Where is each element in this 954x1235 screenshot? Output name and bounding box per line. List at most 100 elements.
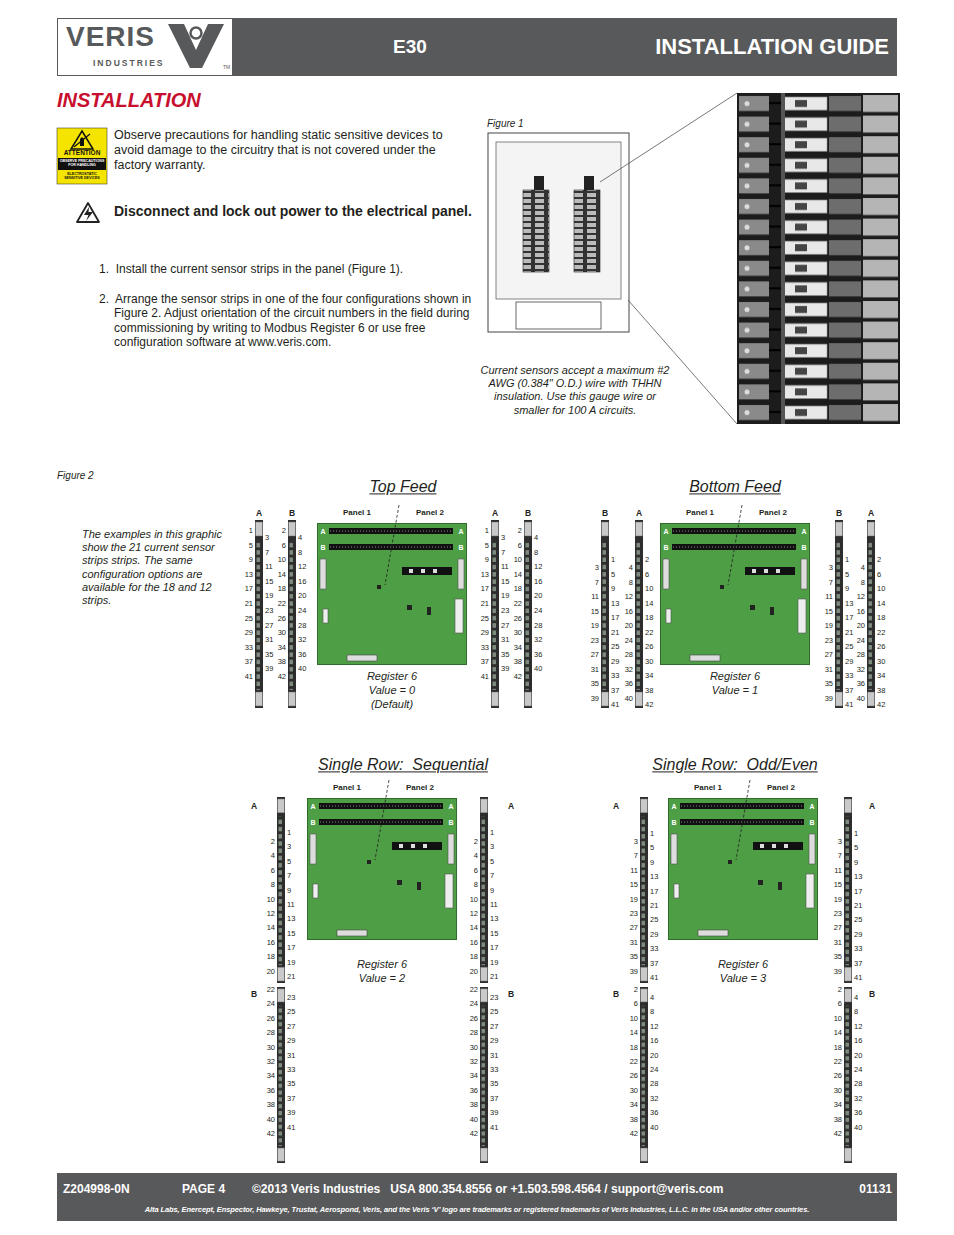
logo-ground bbox=[58, 19, 232, 75]
circuit-number: 25 bbox=[650, 917, 658, 925]
circuit-number: 2 bbox=[271, 838, 275, 846]
circuit-number: 38 bbox=[877, 687, 885, 695]
safety-warning: Disconnect and lock out power to the ele… bbox=[114, 203, 479, 220]
circuit-number: 16 bbox=[625, 608, 633, 616]
circuit-number: 28 bbox=[854, 1081, 862, 1089]
panel-label: Panel 2 bbox=[406, 783, 434, 793]
circuit-number: 23 bbox=[490, 994, 498, 1002]
circuit-number: 38 bbox=[645, 687, 653, 695]
circuit-number: 22 bbox=[278, 600, 286, 608]
circuit-number: 30 bbox=[630, 1087, 638, 1095]
circuit-number: 15 bbox=[630, 881, 638, 889]
sensor-strip bbox=[480, 797, 488, 983]
esd-band bbox=[58, 158, 106, 170]
circuit-number: 2 bbox=[634, 986, 638, 994]
circuit-number: 39 bbox=[501, 666, 509, 674]
circuit-number: 38 bbox=[267, 1101, 275, 1109]
circuit-number: 9 bbox=[854, 859, 858, 867]
sensor-strip bbox=[835, 520, 843, 708]
circuit-number: 7 bbox=[265, 549, 269, 557]
circuit-number: 1 bbox=[854, 830, 858, 838]
sensor-strip bbox=[867, 520, 875, 708]
circuit-number: 8 bbox=[298, 549, 302, 557]
circuit-number: 29 bbox=[854, 931, 862, 939]
circuit-number: 15 bbox=[825, 608, 833, 616]
circuit-number: 27 bbox=[265, 622, 273, 630]
circuit-number: 16 bbox=[298, 578, 306, 586]
circuit-number: 1 bbox=[287, 829, 291, 837]
circuit-number: 21 bbox=[490, 973, 498, 981]
circuit-number: 26 bbox=[877, 643, 885, 651]
circuit-number: 27 bbox=[591, 651, 599, 659]
circuit-number: 25 bbox=[481, 615, 489, 623]
circuit-number: 38 bbox=[278, 659, 286, 667]
circuit-number: 27 bbox=[630, 925, 638, 933]
circuit-number: 35 bbox=[630, 953, 638, 961]
circuit-number: 17 bbox=[650, 888, 658, 896]
circuit-number: 6 bbox=[877, 571, 881, 579]
circuit-number: 18 bbox=[267, 953, 275, 961]
strip-letter: B bbox=[602, 508, 608, 518]
circuit-number: 34 bbox=[877, 672, 885, 680]
section-title: INSTALLATION bbox=[57, 88, 201, 112]
circuit-number: 39 bbox=[630, 968, 638, 976]
circuit-number: 28 bbox=[625, 651, 633, 659]
strip-letter: A bbox=[508, 801, 514, 811]
circuit-number: 18 bbox=[514, 586, 522, 594]
circuit-number: 25 bbox=[490, 1009, 498, 1017]
circuit-number: 23 bbox=[825, 637, 833, 645]
circuit-number: 23 bbox=[630, 910, 638, 918]
circuit-number: 26 bbox=[470, 1015, 478, 1023]
panel-label: Panel 1 bbox=[343, 508, 371, 518]
circuit-number: 20 bbox=[267, 968, 275, 976]
circuit-number: 8 bbox=[271, 881, 275, 889]
circuit-number: 13 bbox=[245, 571, 253, 579]
circuit-number: 20 bbox=[854, 1052, 862, 1060]
circuit-number: 32 bbox=[267, 1058, 275, 1066]
circuit-number: 1 bbox=[249, 527, 253, 535]
circuit-number: 25 bbox=[611, 643, 619, 651]
circuit-number: 18 bbox=[834, 1044, 842, 1052]
circuit-number: 36 bbox=[267, 1087, 275, 1095]
circuit-number: 19 bbox=[490, 959, 498, 967]
circuit-number: 38 bbox=[630, 1116, 638, 1124]
circuit-number: 33 bbox=[481, 644, 489, 652]
circuit-number: 41 bbox=[650, 974, 658, 982]
circuit-number: 3 bbox=[501, 534, 505, 542]
circuit-number: 37 bbox=[650, 960, 658, 968]
circuit-number: 27 bbox=[834, 925, 842, 933]
circuit-number: 10 bbox=[630, 1015, 638, 1023]
circuit-number: 11 bbox=[591, 593, 599, 601]
register-value: Register 6 Value = 1 bbox=[695, 670, 775, 698]
circuit-number: 9 bbox=[490, 887, 494, 895]
figure-label: Figure 2 bbox=[57, 470, 94, 482]
circuit-number: 11 bbox=[825, 593, 833, 601]
circuit-number: 36 bbox=[470, 1087, 478, 1095]
circuit-number: 42 bbox=[514, 673, 522, 681]
circuit-number: 41 bbox=[245, 673, 253, 681]
panel-label: Panel 2 bbox=[416, 508, 444, 518]
circuit-number: 39 bbox=[265, 666, 273, 674]
circuit-number: 19 bbox=[825, 622, 833, 630]
circuit-number: 34 bbox=[267, 1073, 275, 1081]
circuit-number: 32 bbox=[470, 1058, 478, 1066]
circuit-number: 30 bbox=[645, 658, 653, 666]
circuit-number: 42 bbox=[877, 701, 885, 709]
strip-letter: B bbox=[836, 508, 842, 518]
circuit-number: 5 bbox=[485, 542, 489, 550]
circuit-number: 6 bbox=[271, 867, 275, 875]
circuit-number: 17 bbox=[611, 614, 619, 622]
circuit-number: 35 bbox=[490, 1081, 498, 1089]
strip-letter: B bbox=[289, 508, 295, 518]
panel-photo bbox=[737, 93, 900, 424]
circuit-number: 26 bbox=[267, 1015, 275, 1023]
circuit-number: 11 bbox=[287, 901, 295, 909]
circuit-number: 12 bbox=[470, 910, 478, 918]
circuit-number: 33 bbox=[490, 1066, 498, 1074]
circuit-number: 20 bbox=[470, 968, 478, 976]
circuit-number: 17 bbox=[481, 586, 489, 594]
strip-letter: A bbox=[868, 508, 874, 518]
circuit-number: 13 bbox=[854, 873, 862, 881]
circuit-board: Panel 1Panel 2ABAB bbox=[668, 798, 818, 940]
circuit-number: 14 bbox=[278, 571, 286, 579]
